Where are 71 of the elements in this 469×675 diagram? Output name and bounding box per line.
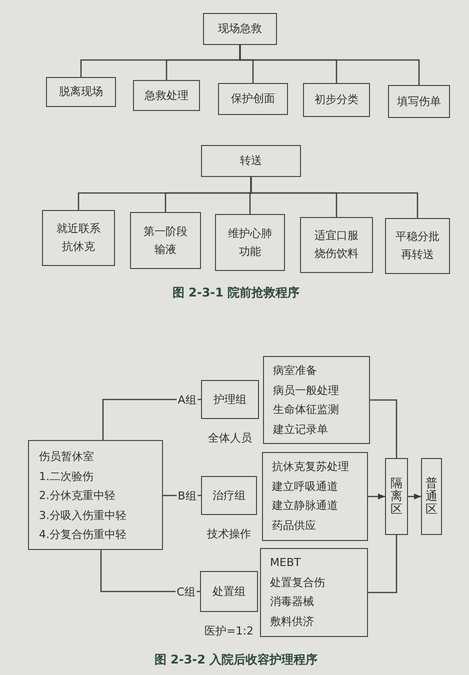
step-label: 初步分类 (314, 93, 358, 107)
step-label: 适宜口服烧伤饮料 (314, 228, 360, 262)
figure-caption: 图 2-3-1 院前抢救程序 (172, 286, 300, 300)
list-item: 病员一般处理 (273, 382, 339, 398)
step-label: 第一阶段输液 (142, 224, 188, 258)
process-box (218, 83, 288, 115)
step-label: 保护创面 (231, 92, 275, 106)
connector-line (250, 177, 418, 218)
group-note: 全体人员 (208, 432, 252, 444)
room-box (28, 440, 163, 550)
process-box (201, 145, 301, 177)
step-label: 脱离现场 (59, 85, 103, 99)
step-label: 急救处理 (144, 88, 188, 102)
edge-label: A组 (176, 393, 198, 406)
group-name: 处置组 (212, 584, 246, 598)
connector-line (370, 399, 398, 458)
process-box (133, 80, 200, 111)
list-item: 消毒器械 (270, 594, 314, 610)
step-label: 就近联系抗休克 (56, 221, 102, 255)
zone-label: 隔离区 (390, 476, 402, 516)
edge-label: B组 (176, 489, 198, 502)
process-box (388, 85, 450, 118)
step-label: 维护心肺功能 (227, 226, 273, 260)
arrow (408, 494, 421, 500)
step-label: 现场急救 (218, 22, 262, 36)
arrow (368, 494, 385, 500)
task-list-box (263, 356, 370, 444)
list-item: 3.分吸入伤重中轻 (39, 508, 126, 524)
group-box (200, 571, 258, 612)
zone-box (421, 458, 442, 535)
step-label: 平稳分批再转送 (394, 229, 440, 263)
list-item: 敷料供济 (270, 614, 314, 630)
process-box (46, 77, 116, 107)
list-item: 抗休克复苏处理 (272, 459, 349, 475)
step-label: 转送 (240, 154, 262, 168)
process-box (42, 210, 115, 266)
list-item: 1.二次验伤 (39, 468, 94, 484)
process-box (303, 83, 370, 117)
list-item: 2.分休克重中轻 (39, 488, 116, 504)
edge-label: C组 (176, 585, 196, 598)
process-box (385, 218, 450, 274)
connector-line (100, 550, 200, 592)
room-title: 伤员暂休室 (39, 449, 94, 465)
process-box (203, 13, 277, 45)
list-item: 4.分复合伤重中轻 (39, 527, 126, 543)
list-item: 建立呼吸通道 (272, 478, 338, 494)
task-list-box (260, 548, 368, 637)
figure-caption: 图 2-3-2 入院后收容护理程序 (154, 652, 318, 668)
list-item: MEBT (270, 555, 301, 571)
list-item: 建立记录单 (273, 422, 328, 438)
group-name: 护理组 (214, 392, 246, 406)
task-list-box (262, 452, 368, 541)
group-note: 技术操作 (207, 528, 251, 540)
group-note: 医护=1:2 (204, 624, 254, 638)
step-label: 填写伤单 (397, 94, 441, 108)
list-item: 病室准备 (273, 363, 317, 379)
list-item: 药品供应 (272, 518, 316, 534)
connector-line (239, 45, 420, 85)
connector-line (368, 535, 398, 594)
group-box (201, 476, 257, 515)
group-box (201, 380, 259, 419)
connector-line (102, 398, 201, 440)
list-item: 生命体征监测 (273, 402, 339, 418)
process-box (130, 212, 201, 269)
list-item: 处置复合伤 (270, 574, 325, 590)
group-name: 治疗组 (212, 488, 246, 502)
process-box (300, 217, 373, 273)
process-box (215, 214, 285, 271)
zone-label: 普通区 (426, 476, 438, 516)
zone-box (385, 458, 408, 535)
list-item: 建立静脉通道 (272, 498, 338, 514)
